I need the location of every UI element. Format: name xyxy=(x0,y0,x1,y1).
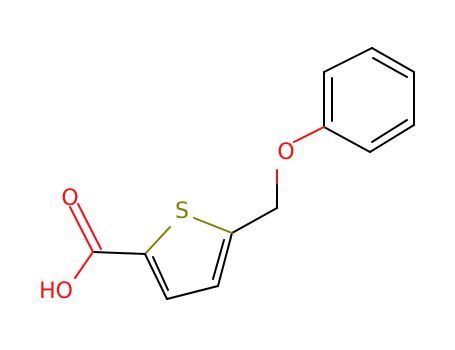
hydroxyl-atom-label: HO xyxy=(39,279,73,304)
bond-benzene-3 xyxy=(369,124,415,153)
carbonyl-oxygen-atom-label: O xyxy=(61,186,78,211)
bond-benzene-inner-1 xyxy=(372,57,408,78)
bond-thiophene-c2-s xyxy=(144,226,171,255)
bond-carbonyl-double-left xyxy=(69,206,94,253)
bond-ring-carbonyl-carbon xyxy=(92,251,146,255)
ether-oxygen-atom-label: O xyxy=(277,140,294,165)
bond-thiophene-inner-1 xyxy=(212,239,225,280)
ether-linkage xyxy=(231,126,325,234)
bond-carbonyl-double-right xyxy=(77,203,102,250)
bond-benzene-4 xyxy=(323,126,371,153)
benzene-ring xyxy=(323,47,415,153)
bond-thiophene-c3-c2 xyxy=(144,253,168,300)
bond-thiophene-c5-c4 xyxy=(217,232,233,287)
bond-thiophene-s-c5 xyxy=(193,217,233,234)
bond-benzene-inner-2 xyxy=(371,119,408,143)
bond-carbon-hydroxyl xyxy=(74,251,94,279)
bond-methylene-thiophene xyxy=(231,207,278,234)
thiophene-ring xyxy=(144,217,233,300)
bond-benzene-1 xyxy=(371,47,415,73)
bond-phenyl-oxygen xyxy=(293,126,325,143)
carboxylic-acid-group xyxy=(69,203,146,279)
bond-thiophene-inner-2 xyxy=(152,256,169,291)
sulfur-atom-label: S xyxy=(175,199,189,224)
bond-thiophene-c4-c3 xyxy=(166,285,219,300)
bond-benzene-6 xyxy=(323,47,373,73)
